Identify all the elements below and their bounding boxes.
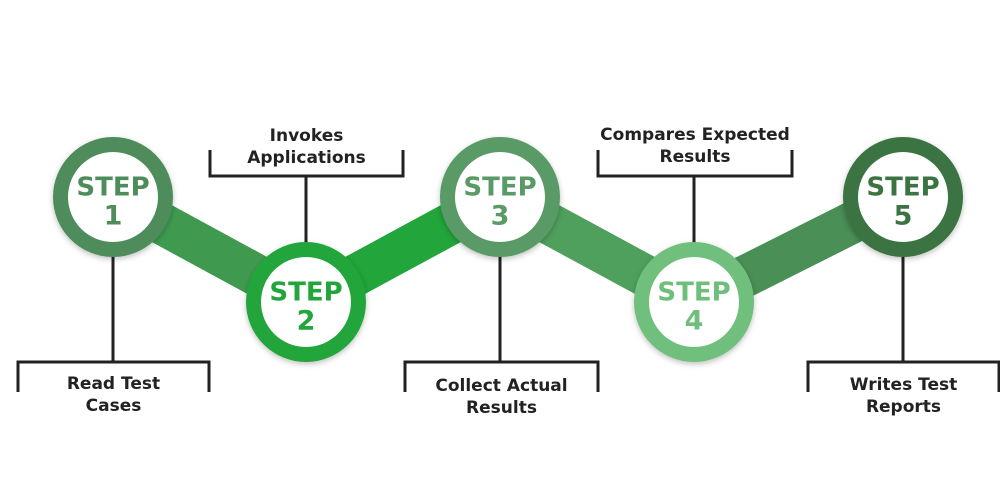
step-3-number: 3: [491, 201, 510, 232]
callout-bracket: [403, 360, 600, 392]
step-3-caption-line-1: Collect Actual: [435, 376, 567, 396]
step-4-caption-line-2: Results: [660, 147, 731, 167]
step-1-label: STEP: [76, 173, 149, 203]
step-5-number: 5: [894, 201, 913, 232]
callout-layer: Read TestCasesInvokesApplicationsCollect…: [16, 125, 1000, 418]
step-2-inner-circle: [261, 257, 351, 347]
step-3-label: STEP: [463, 173, 536, 203]
step-1-caption-line-2: Cases: [86, 396, 142, 416]
step-4-caption-line-1: Compares Expected: [600, 125, 790, 145]
step-3-inner-circle: [455, 152, 545, 242]
callout-bracket: [16, 360, 211, 392]
step-2-caption-line-1: Invokes: [270, 126, 344, 146]
step-2-number: 2: [297, 306, 316, 337]
callout-bracket: [806, 360, 1000, 392]
step-4-inner-circle: [649, 257, 739, 347]
step-4-label: STEP: [657, 278, 730, 308]
step-5-caption-line-1: Writes Test: [850, 375, 957, 395]
step-1-number: 1: [104, 201, 123, 232]
step-1-inner-circle: [68, 152, 158, 242]
step-2-label: STEP: [269, 278, 342, 308]
step-2-caption-line-2: Applications: [247, 148, 366, 168]
step-5-inner-circle: [858, 152, 948, 242]
step-3-caption-line-2: Results: [466, 398, 537, 418]
step-5-label: STEP: [866, 173, 939, 203]
step-5-caption-line-2: Reports: [866, 397, 941, 417]
step-1-caption-line-1: Read Test: [67, 374, 160, 394]
step-4-number: 4: [685, 306, 704, 337]
callout-bracket: [208, 150, 405, 178]
callout-bracket: [596, 150, 794, 178]
